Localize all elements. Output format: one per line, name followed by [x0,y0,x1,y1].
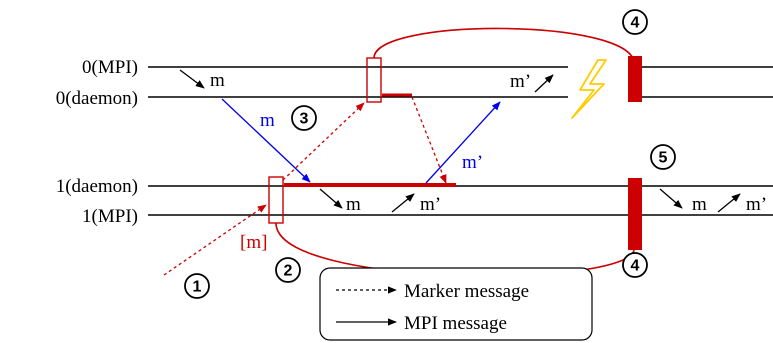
step-circle-2: 2 [275,257,301,283]
daemon-msg-mprime [425,101,501,184]
checkpoint-box-p1 [268,176,284,224]
step-number-2: 2 [284,263,293,280]
mpi-msg-p1-b [391,193,415,213]
connector-top [373,27,635,63]
step-circle-1: 1 [184,273,210,299]
mpi-msg-p1-after-a [659,188,683,209]
step-number-4-bottom: 4 [631,258,640,275]
marker-msg-1 [163,204,267,276]
step-number-3: 3 [300,111,309,128]
step-number-5: 5 [659,150,668,167]
failure-lightning-icon [571,59,607,119]
step-number-4-top: 4 [631,15,640,32]
msg-label-p1-after-mprime: m’ [746,194,767,215]
restart-bar-p0 [628,56,642,102]
step-circle-3: 3 [291,105,317,131]
process-label-1-daemon: 1(daemon) [56,176,138,197]
process-label-1-mpi: 1(MPI) [82,206,138,227]
msg-label-p1-m: m [346,194,361,215]
legend-marker-label: Marker message [404,281,529,302]
step-circle-5: 5 [650,144,676,170]
mpi-msg-p1-after-b [717,193,741,213]
daemon-msg-m [221,98,311,183]
msg-label-p0-m: m [210,70,225,91]
msg-label-p1-after-m: m [692,194,707,215]
step-circle-4-bottom: 4 [622,252,648,278]
process-label-0-mpi: 0(MPI) [82,57,138,78]
process-label-0-daemon: 0(daemon) [56,88,138,109]
mpi-msg-p0-send [179,69,205,89]
logged-message-label: [m] [240,232,267,253]
mpi-msg-p0-recv [534,74,554,93]
msg-label-blue-mprime: m’ [462,152,483,173]
msg-label-p1-mprime: m’ [420,194,441,215]
msg-label-blue-m: m [260,110,275,131]
legend: Marker message MPI message [319,267,593,341]
marker-msg-3 [411,96,447,184]
msg-label-p0-mprime: m’ [510,71,531,92]
step-number-1: 1 [193,279,202,296]
legend-mpi-label: MPI message [404,313,507,334]
restart-bar-p1 [628,178,642,250]
mpi-msg-p1-a [319,188,343,209]
checkpoint-box-p0 [366,57,382,103]
step-circle-4-top: 4 [622,9,648,35]
marker-msg-2 [282,102,365,181]
